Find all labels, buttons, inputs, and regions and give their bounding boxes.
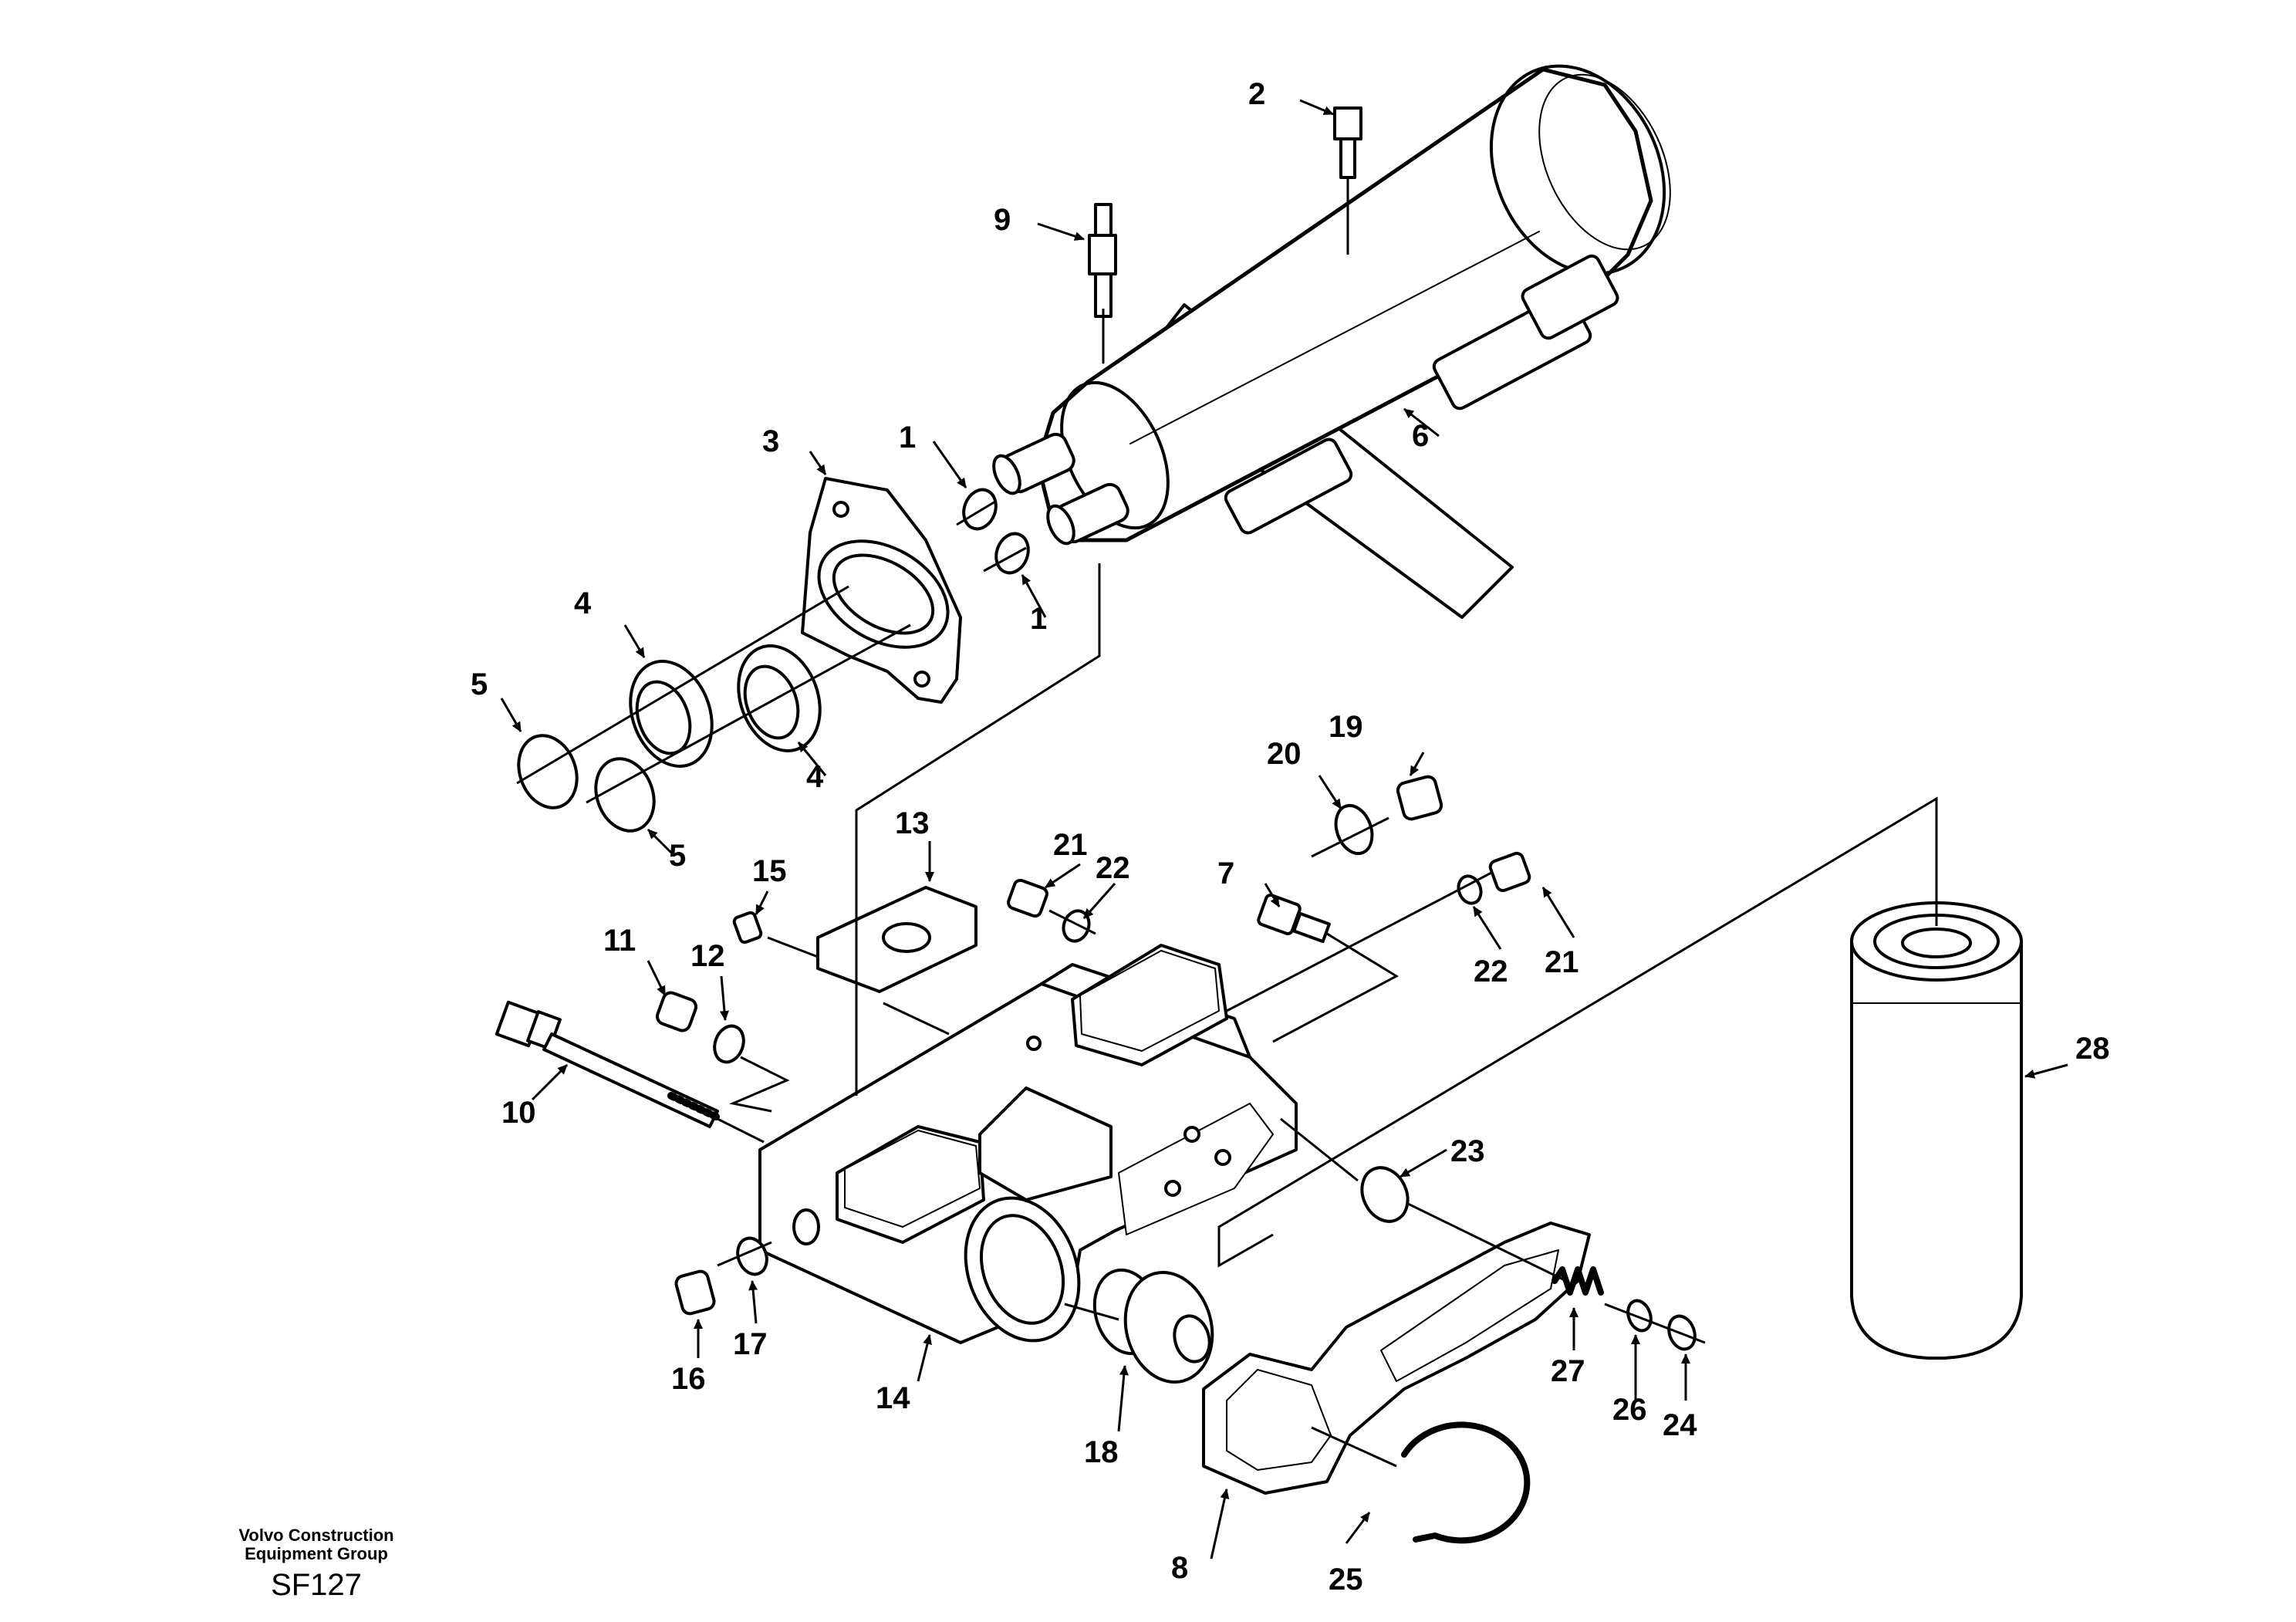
pipe-stub-lower (1046, 482, 1129, 546)
footer-block: Volvo Construction Equipment Group SF127 (177, 1526, 455, 1603)
circlip-24 (1667, 1314, 1697, 1351)
callout-5-lower: 5 (669, 839, 686, 873)
callout-4-lower: 4 (806, 760, 824, 794)
oil-cooler-cylinder (992, 64, 1671, 619)
flange-3 (801, 477, 962, 704)
fitting-7 (1257, 894, 1331, 944)
plug-19 (1396, 775, 1443, 821)
plug-21-right (1488, 851, 1531, 893)
callout-16: 16 (671, 1362, 706, 1396)
valve-body-14 (758, 944, 1298, 1344)
assembly-centerlines (516, 220, 1938, 1468)
spring-27 (1551, 1266, 1604, 1296)
callout-1-lower: 1 (1030, 602, 1047, 636)
callout-21-upper: 21 (1053, 828, 1088, 862)
ring-5-left (517, 734, 579, 809)
valve-seat-left (836, 1125, 985, 1244)
callout-19: 19 (1329, 710, 1363, 744)
sleeve-4-left (629, 660, 714, 768)
callout-17: 17 (733, 1327, 768, 1361)
callout-21-lower: 21 (1545, 945, 1579, 979)
screw-15 (732, 911, 763, 944)
company-name-line-2: Equipment Group (245, 1544, 388, 1563)
callout-15: 15 (752, 854, 787, 888)
oil-filter-28 (1850, 901, 2023, 1360)
callout-7: 7 (1217, 857, 1234, 890)
poppet-23 (1360, 1166, 1410, 1223)
callout-14: 14 (876, 1381, 910, 1415)
callout-4-upper: 4 (574, 586, 592, 620)
valve-seat-right (1071, 944, 1228, 1066)
bolt-10 (495, 1000, 721, 1128)
o-ring-1-lower (994, 532, 1030, 575)
callout-23: 23 (1450, 1134, 1485, 1168)
callout-24: 24 (1663, 1408, 1697, 1442)
circlip-25 (1401, 1421, 1531, 1544)
callout-20: 20 (1267, 737, 1302, 771)
callout-8: 8 (1171, 1551, 1188, 1585)
washer-20 (1334, 804, 1374, 855)
callout-5-upper: 5 (471, 667, 488, 701)
washer-22-right (1457, 874, 1483, 905)
callout-28: 28 (2075, 1032, 2110, 1066)
bolt-2 (1333, 106, 1362, 221)
callout-labels: 1 1 2 3 4 4 5 5 6 7 8 9 10 11 12 13 14 1… (471, 77, 2110, 1597)
plug-11 (655, 991, 698, 1032)
callout-11: 11 (603, 924, 636, 958)
o-ring-1-upper (962, 488, 998, 531)
callout-25: 25 (1329, 1563, 1363, 1597)
plate-13 (816, 886, 977, 993)
callout-9: 9 (994, 203, 1011, 237)
sleeve-4-right (737, 644, 822, 752)
callout-12: 12 (690, 939, 725, 973)
nipple-9 (1088, 203, 1117, 364)
callout-10: 10 (501, 1096, 536, 1130)
callout-26: 26 (1612, 1393, 1647, 1427)
callout-27: 27 (1551, 1354, 1585, 1388)
callout-2: 2 (1248, 77, 1265, 111)
callout-13: 13 (895, 806, 930, 840)
callout-6: 6 (1412, 419, 1429, 453)
gasket-8 (1202, 1222, 1591, 1495)
callout-1-upper: 1 (899, 421, 916, 454)
company-name-line-1: Volvo Construction (238, 1526, 394, 1545)
figure-code: SF127 (271, 1568, 362, 1602)
callout-3: 3 (762, 424, 779, 458)
plug-16 (674, 1269, 716, 1316)
callout-22-lower: 22 (1474, 955, 1508, 988)
plug-21-left (1007, 878, 1048, 918)
callout-22-upper: 22 (1096, 851, 1130, 885)
leader-arrows (500, 99, 2068, 1559)
pipe-stub-upper (992, 432, 1075, 495)
callout-18: 18 (1084, 1435, 1119, 1469)
washer-26 (1626, 1299, 1653, 1333)
washer-12 (713, 1024, 745, 1064)
ring-5-right (594, 757, 656, 833)
valve-18 (1092, 1268, 1214, 1384)
